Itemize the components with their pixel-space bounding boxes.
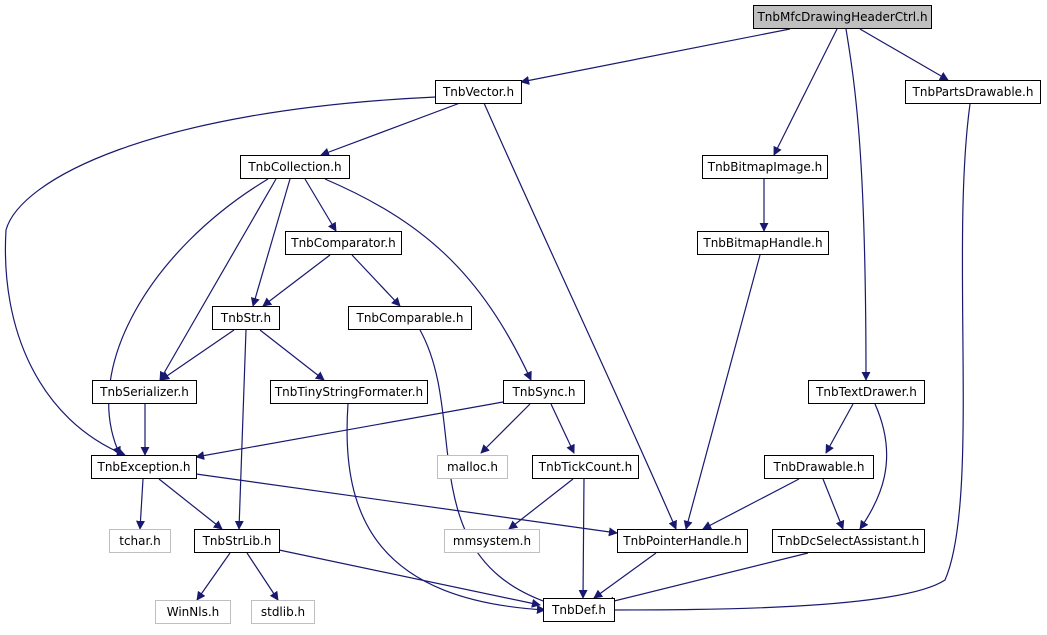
node-tnbdef[interactable]: TnbDef.h: [543, 598, 615, 622]
edge-textdrawer-drawable: [825, 403, 854, 454]
edge-collection-sync: [324, 178, 532, 381]
edge-root-partsdrawable: [859, 28, 949, 81]
edge-comparator-comparable: [351, 254, 401, 307]
edge-tick-def: [578, 478, 588, 599]
edge-partsdrawable-def: [603, 103, 971, 615]
edge-comparator-str: [262, 254, 331, 307]
node-winnls[interactable]: WinNls.h: [155, 600, 231, 624]
node-tnbsync[interactable]: TnbSync.h: [503, 380, 585, 404]
edge-tiny-def: [346, 403, 546, 614]
node-tnbtinystringformater[interactable]: TnbTinyStringFormater.h: [270, 380, 428, 404]
node-tnbtextdrawer[interactable]: TnbTextDrawer.h: [808, 380, 925, 404]
edge-vector-exception: [4, 96, 437, 457]
node-tnbserializer[interactable]: TnbSerializer.h: [92, 380, 197, 404]
edge-textdrawer-dcassistant: [859, 403, 888, 530]
edge-dcassistant-def: [605, 552, 809, 606]
node-tnbcomparable[interactable]: TnbComparable.h: [348, 306, 472, 330]
edge-str-tinyformater: [259, 329, 325, 381]
node-tnbbitmapimage[interactable]: TnbBitmapImage.h: [702, 155, 828, 179]
edge-collection-exception: [108, 178, 269, 456]
node-stdlib[interactable]: stdlib.h: [251, 600, 315, 624]
edge-collection-str: [250, 178, 291, 307]
node-tnbpointerhandle[interactable]: TnbPointerHandle.h: [617, 529, 748, 553]
node-tnbdrawable[interactable]: TnbDrawable.h: [764, 455, 874, 479]
node-tnbpartsdrawable[interactable]: TnbPartsDrawable.h: [905, 80, 1041, 104]
edge-root-textdrawer: [845, 28, 871, 381]
edge-sync-malloc: [480, 403, 531, 454]
edge-comparable-def: [419, 329, 556, 607]
edge-strlib-stdlib: [246, 552, 279, 601]
node-tnbstr[interactable]: TnbStr.h: [212, 306, 280, 330]
edge-drawable-pointerhandle: [702, 478, 800, 530]
edge-vector-collection: [320, 102, 461, 157]
edge-str-serializer: [160, 329, 235, 381]
edge-pointerhandle-def: [593, 552, 657, 599]
edge-strlib-def: [278, 549, 541, 608]
edge-exception-pointerhandle: [195, 473, 618, 537]
edge-sync-tickcount: [550, 403, 575, 454]
edge-root-vector: [520, 28, 791, 85]
node-tnbdcselectassistant[interactable]: TnbDcSelectAssistant.h: [772, 529, 925, 553]
node-tnbexception[interactable]: TnbException.h: [91, 455, 197, 479]
edge-collection-serializer: [159, 178, 277, 381]
edge-str-strlib: [234, 329, 247, 530]
node-tnbtickcount[interactable]: TnbTickCount.h: [532, 455, 639, 479]
node-tnbvector[interactable]: TnbVector.h: [435, 80, 522, 104]
edge-vector-pointerhandle: [483, 102, 677, 530]
edge-strlib-winnls: [196, 552, 231, 601]
edge-collection-comparator: [304, 178, 337, 232]
node-tnbcollection[interactable]: TnbCollection.h: [240, 155, 350, 179]
edge-exception-strlib: [158, 478, 223, 530]
node-tnbmfcdrawingheaderctrl[interactable]: TnbMfcDrawingHeaderCtrl.h: [753, 5, 932, 29]
edge-bitmaphandle-pointerhandle: [683, 254, 761, 530]
edge-root-bitmapimage: [773, 28, 838, 156]
edge-tick-mmsystem: [508, 478, 574, 530]
edge-drawable-dcassistant: [822, 478, 845, 530]
edge-exception-tchar: [135, 478, 145, 530]
edge-sync-exception: [195, 401, 504, 461]
node-tnbcomparator[interactable]: TnbComparator.h: [285, 231, 402, 255]
node-mmsystem[interactable]: mmsystem.h: [444, 529, 540, 553]
node-tnbbitmaphandle[interactable]: TnbBitmapHandle.h: [697, 231, 829, 255]
node-tchar[interactable]: tchar.h: [109, 529, 171, 553]
node-tnbstrlib[interactable]: TnbStrLib.h: [194, 529, 280, 553]
node-malloc[interactable]: malloc.h: [437, 455, 508, 479]
